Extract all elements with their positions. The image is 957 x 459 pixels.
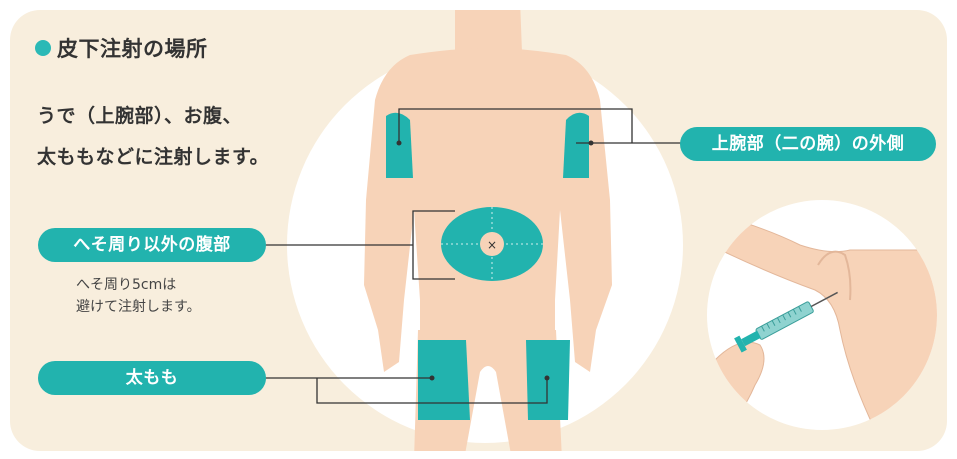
right-upper-arm-zone	[563, 113, 589, 178]
lead-line-2: 太ももなどに注射します。	[37, 142, 269, 169]
abdomen-note-line-2: 避けて注射します。	[76, 296, 201, 318]
left-thigh-zone	[418, 340, 470, 420]
page-title: 皮下注射の場所	[35, 33, 208, 63]
title-bullet-icon	[35, 40, 51, 56]
title-text: 皮下注射の場所	[57, 33, 208, 63]
navel-mark: ×	[487, 238, 497, 252]
lead-line-1: うで（上腕部）、お腹、	[37, 101, 242, 128]
abdomen-note-line-1: へそ周り5cmは	[76, 274, 201, 296]
upper-arm-label: 上腕部（二の腕）の外側	[680, 127, 936, 161]
thigh-label: 太もも	[38, 361, 266, 395]
abdomen-note: へそ周り5cmは 避けて注射します。	[76, 274, 201, 318]
abdomen-label: へそ周り以外の腹部	[38, 228, 266, 262]
